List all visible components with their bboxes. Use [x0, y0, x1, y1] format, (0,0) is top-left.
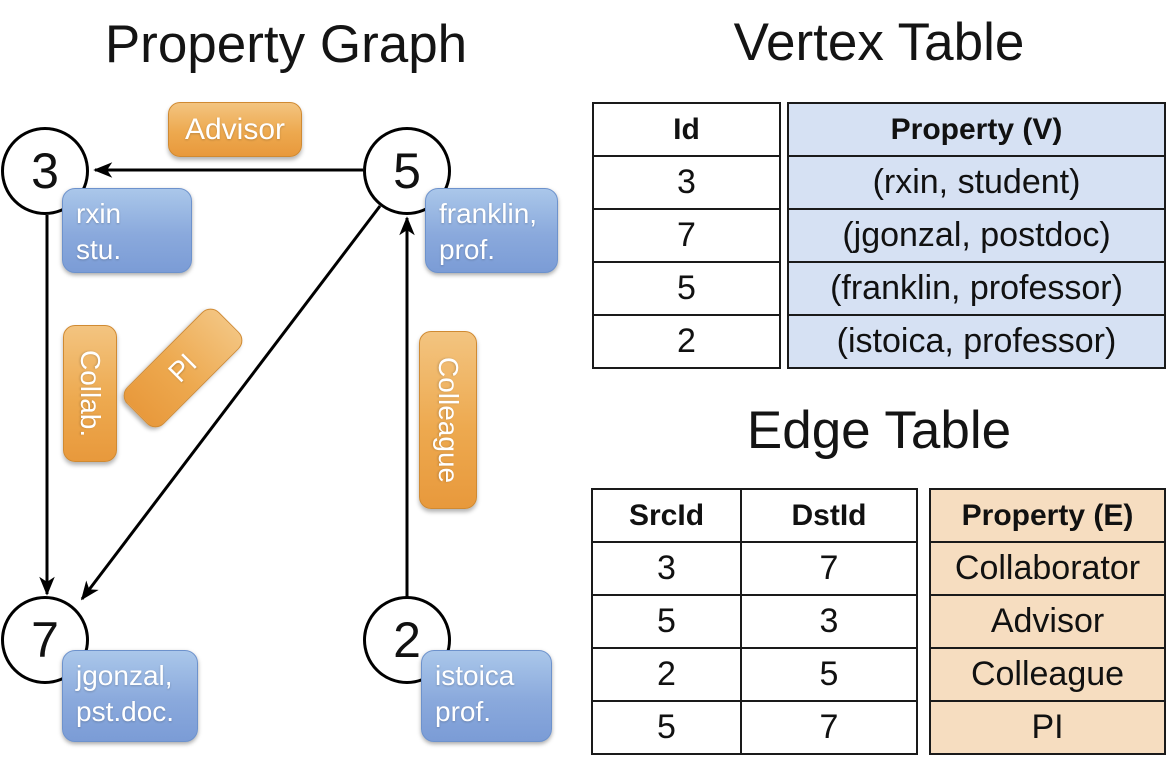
table-row: 5 — [592, 261, 781, 316]
property-graph-title: Property Graph — [104, 15, 468, 74]
table-row: Collaborator — [929, 541, 1166, 596]
edge-table-header-srcid: SrcId — [591, 488, 742, 543]
table-row: 2 5 — [591, 647, 918, 702]
vertex-label-istoica: istoica prof. — [421, 650, 552, 742]
node-id: 3 — [31, 143, 59, 199]
edge-table-header-dstid: DstId — [740, 488, 918, 543]
edge-table-title: Edge Table — [746, 401, 1012, 460]
table-row: 3 — [592, 155, 781, 210]
edge-table-property-column: Property (E) Collaborator Advisor Collea… — [929, 488, 1166, 755]
vertex-label-line: prof. — [435, 696, 492, 728]
edge-pi-5-to-7 — [80, 205, 382, 601]
vertex-label-line: rxin — [76, 198, 122, 229]
edge-label-text: Colleague — [433, 356, 464, 484]
graph-node-2: 2 — [363, 596, 451, 684]
vertex-label-line: prof. — [439, 234, 496, 266]
vertex-label-line: franklin, — [439, 198, 538, 229]
table-row: 2 — [592, 314, 781, 369]
vertex-label-franklin: franklin, prof. — [425, 188, 558, 273]
vertex-table-title: Vertex Table — [733, 13, 1025, 72]
graph-node-5: 5 — [363, 127, 451, 215]
edge-label-advisor: Advisor — [168, 102, 302, 157]
edge-label-colleague: Colleague — [419, 331, 477, 509]
vertex-label-line: pst.doc. — [76, 696, 175, 728]
table-row: PI — [929, 700, 1166, 755]
vertex-table-header-property: Property (V) — [787, 102, 1166, 157]
table-row: 5 3 — [591, 594, 918, 649]
table-row: (franklin, professor) — [787, 261, 1166, 316]
edge-label-collab: Collab. — [63, 325, 117, 462]
table-row: (rxin, student) — [787, 155, 1166, 210]
table-row: 5 7 — [591, 700, 918, 755]
node-id: 2 — [393, 612, 421, 668]
edge-label-text: PI — [162, 347, 203, 388]
table-row: (jgonzal, postdoc) — [787, 208, 1166, 263]
table-row: 3 7 — [591, 541, 918, 596]
edge-label-text: Advisor — [184, 112, 286, 146]
vertex-label-line: stu. — [76, 234, 122, 266]
edge-label-text: Collab. — [75, 349, 106, 438]
table-row: Advisor — [929, 594, 1166, 649]
edge-table-id-columns: SrcId DstId 3 7 5 3 2 5 5 7 — [591, 488, 918, 755]
node-id: 7 — [31, 612, 59, 668]
vertex-label-jgonzal: jgonzal, pst.doc. — [62, 650, 198, 742]
edge-table-header-property: Property (E) — [929, 488, 1166, 543]
vertex-table-property-column: Property (V) (rxin, student) (jgonzal, p… — [787, 102, 1166, 369]
vertex-label-rxin: rxin stu. — [62, 188, 192, 273]
vertex-table-header-id: Id — [592, 102, 781, 157]
graph-edges-canvas — [39, 162, 415, 601]
table-row: (istoica, professor) — [787, 314, 1166, 369]
vertex-label-line: istoica — [435, 660, 515, 691]
table-row: 7 — [592, 208, 781, 263]
table-row: Colleague — [929, 647, 1166, 702]
vertex-table-id-column: Id 3 7 5 2 — [592, 102, 781, 369]
node-id: 5 — [393, 143, 421, 199]
vertex-label-line: jgonzal, — [76, 660, 173, 691]
